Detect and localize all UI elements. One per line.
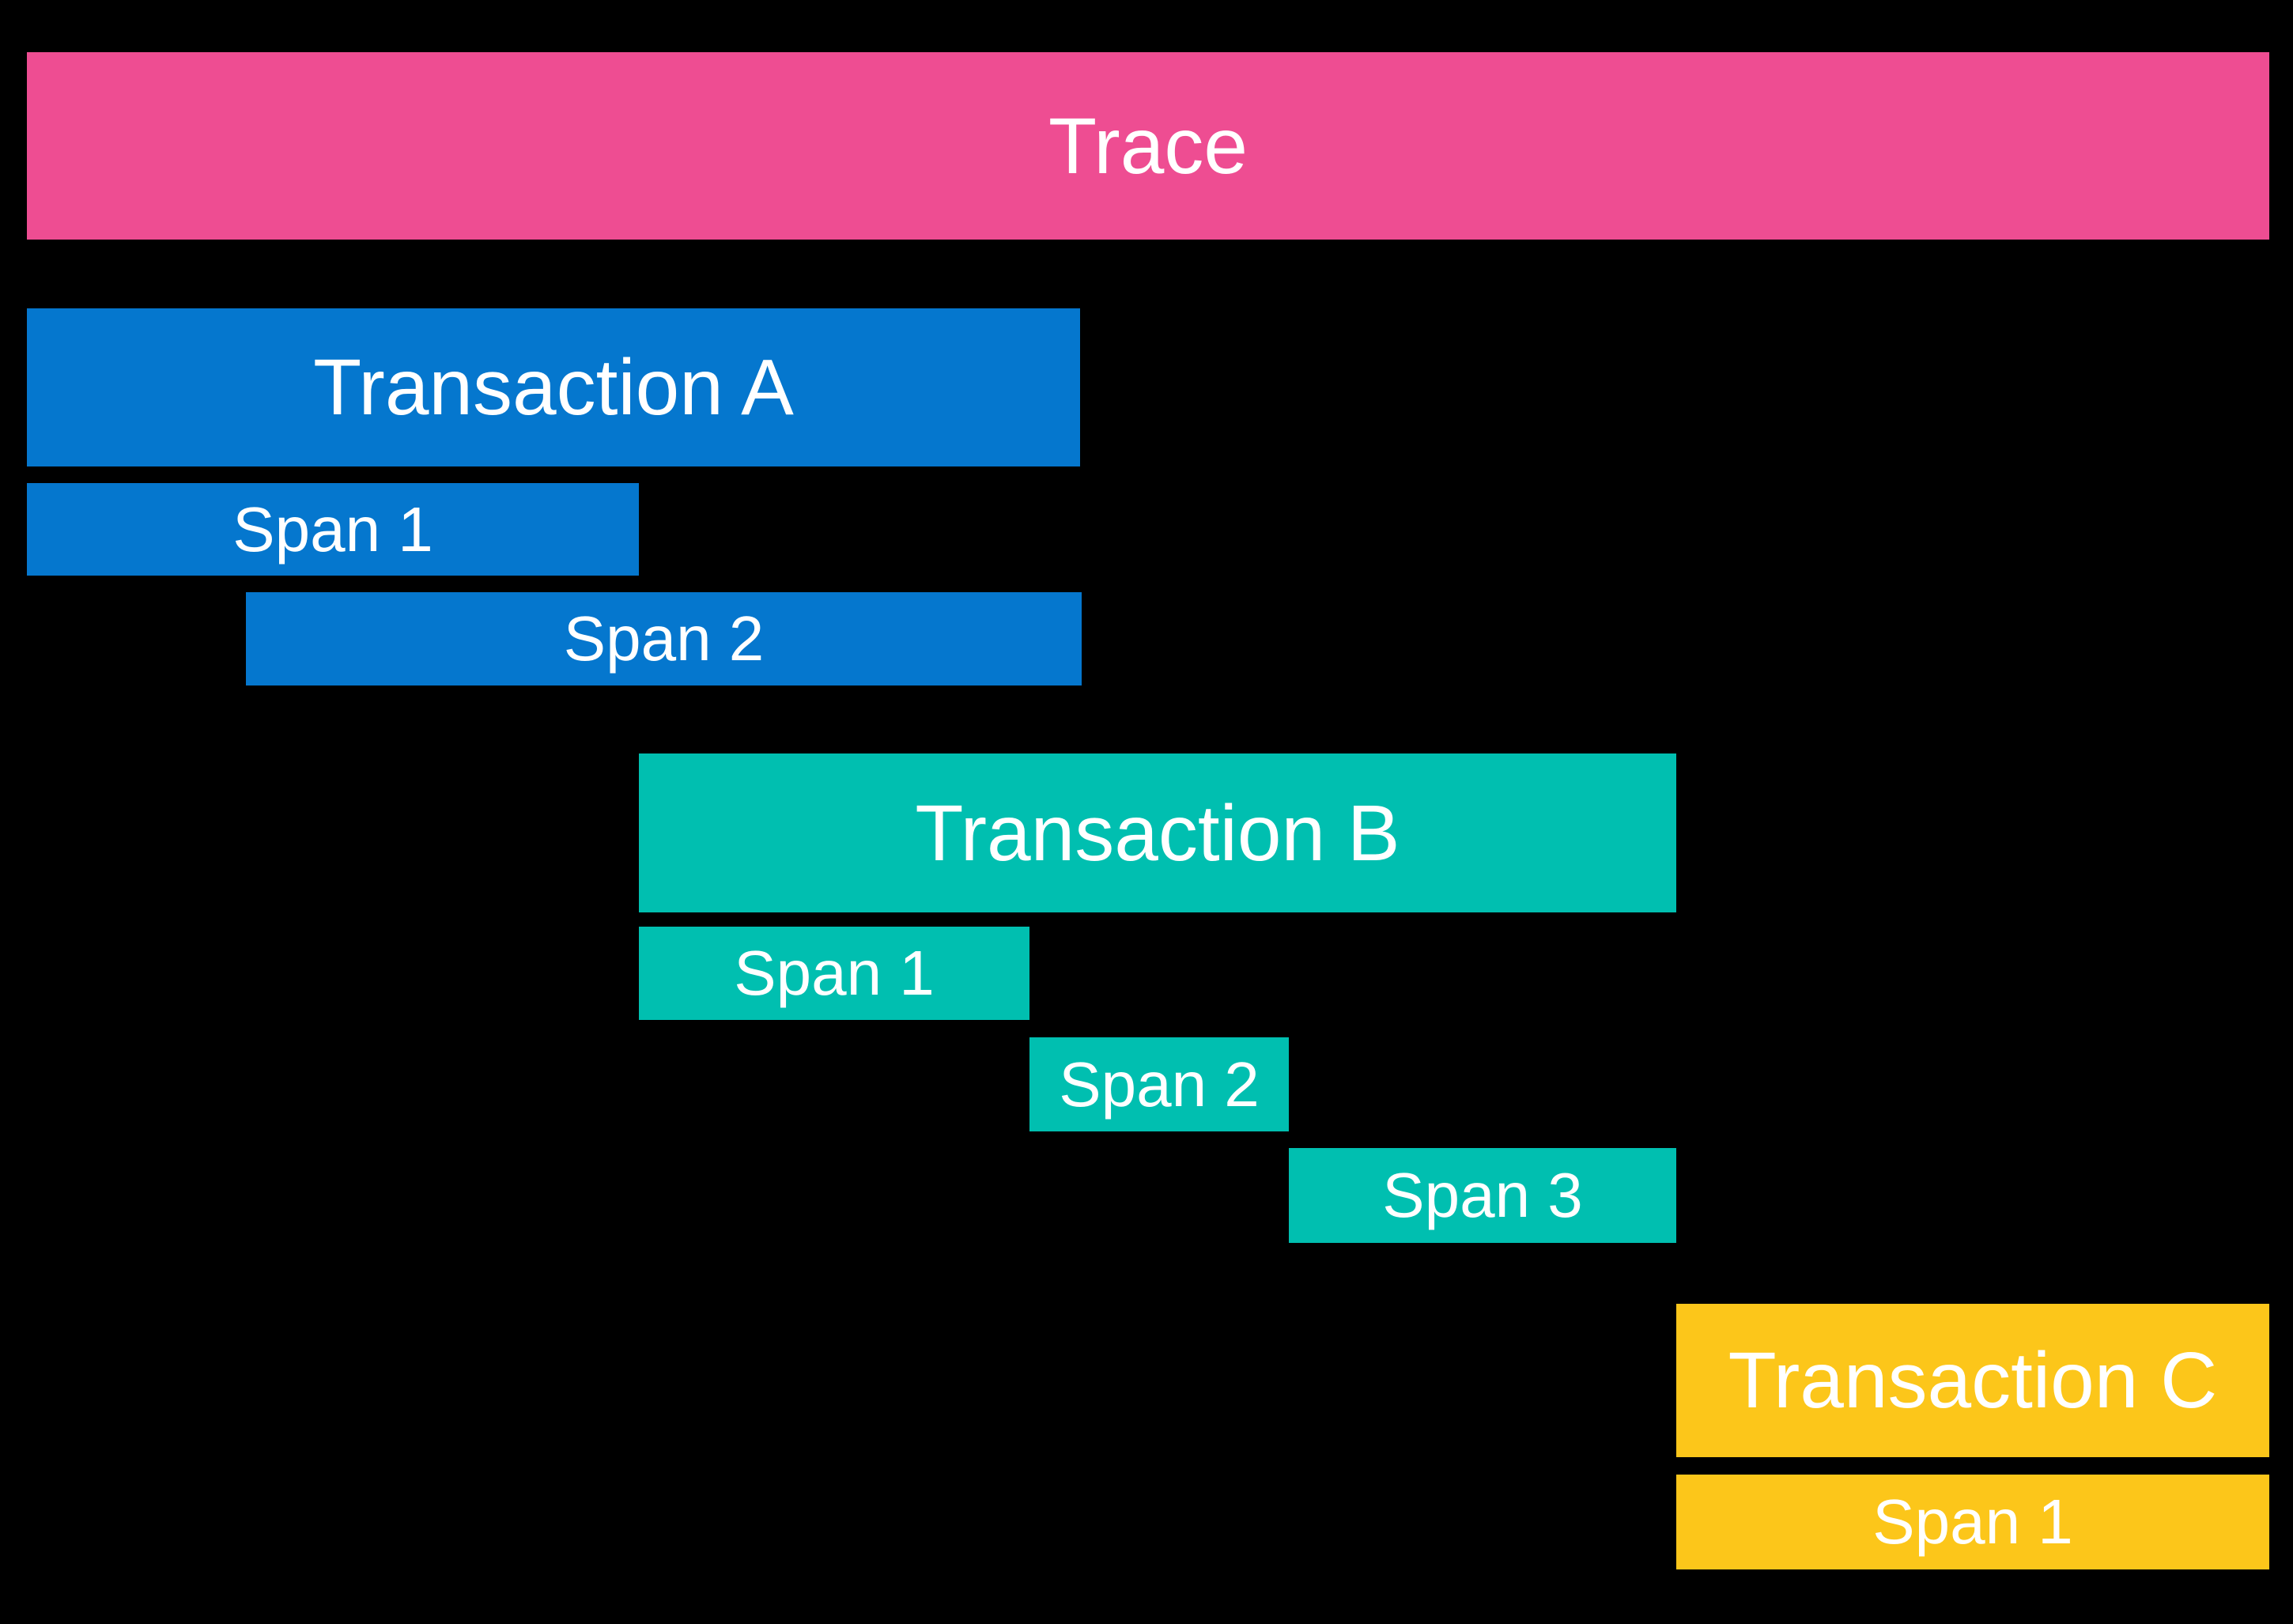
transaction-b-span-3-label: Span 3: [1382, 1160, 1583, 1230]
trace-bar: Trace: [27, 52, 2269, 240]
transaction-a-span-1-label: Span 1: [232, 493, 433, 565]
transaction-b-span-2-label: Span 2: [1059, 1048, 1260, 1120]
transaction-a-bar: Transaction A: [27, 308, 1080, 466]
transaction-a-span-2-label: Span 2: [563, 603, 765, 674]
transaction-a-span-1-bar: Span 1: [27, 483, 639, 576]
transaction-c-bar: Transaction C: [1676, 1304, 2269, 1457]
transaction-b-label: Transaction B: [915, 788, 1400, 878]
transaction-c-label: Transaction C: [1728, 1336, 2218, 1425]
trace-label: Trace: [1048, 101, 1248, 191]
transaction-c-span-1-label: Span 1: [1872, 1486, 2073, 1557]
transaction-b-span-1-label: Span 1: [734, 938, 935, 1008]
transaction-a-label: Transaction A: [313, 343, 794, 432]
transaction-c-span-1-bar: Span 1: [1676, 1475, 2269, 1569]
transaction-b-span-1-bar: Span 1: [639, 927, 1029, 1020]
transaction-b-span-3-bar: Span 3: [1289, 1148, 1676, 1243]
transaction-b-bar: Transaction B: [639, 753, 1676, 912]
transaction-a-span-2-bar: Span 2: [246, 592, 1082, 685]
transaction-b-span-2-bar: Span 2: [1029, 1037, 1289, 1131]
